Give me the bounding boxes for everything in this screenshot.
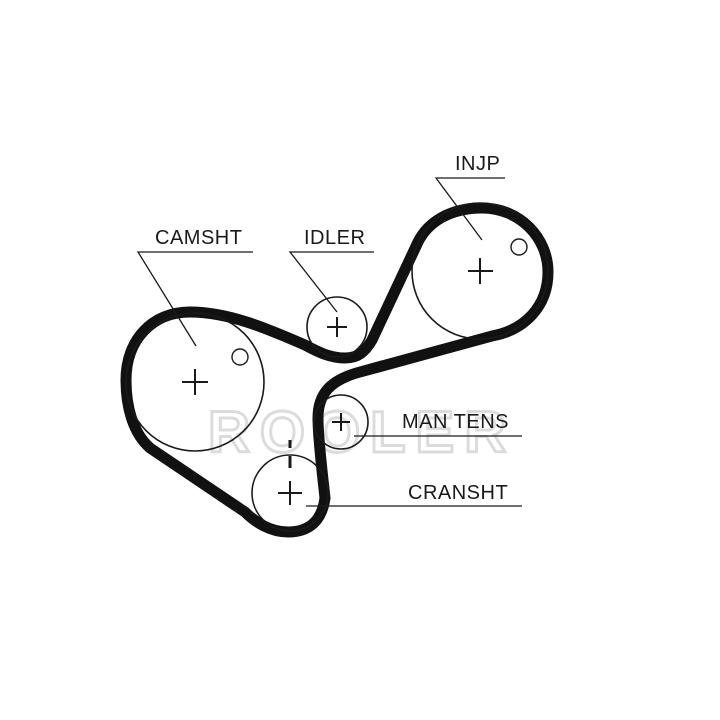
injp-timing-hole xyxy=(510,238,528,256)
label-cransht: CRANSHT xyxy=(408,482,508,504)
label-man-tens: MAN TENS xyxy=(402,411,509,433)
label-injp: INJP xyxy=(455,153,500,175)
injection-pump-pulley xyxy=(411,202,549,340)
camshaft-timing-hole xyxy=(231,348,249,366)
label-idler: IDLER xyxy=(304,227,365,249)
watermark-text: ROOLER xyxy=(208,400,516,465)
manual-tensioner-pulley xyxy=(313,394,369,450)
leader-lines xyxy=(136,177,522,507)
idler-pulley xyxy=(306,296,368,358)
label-camsht: CAMSHT xyxy=(155,227,242,249)
camshaft-pulley xyxy=(125,312,265,452)
timing-belt xyxy=(120,202,554,538)
crankshaft-pulley xyxy=(251,440,329,532)
